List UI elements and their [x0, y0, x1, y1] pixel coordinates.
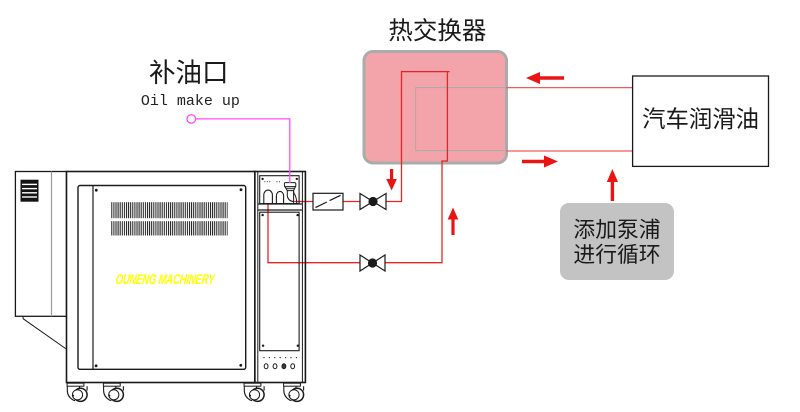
indicator-dots [263, 357, 297, 359]
flow-meter-symbol [312, 192, 344, 211]
heat-exchanger-box [362, 50, 508, 165]
oil-makeup-label-en: Oil make up [140, 93, 240, 110]
arrow-down-pipe-icon [386, 169, 397, 191]
arrow-left-icon [526, 72, 564, 84]
pump-note-line2: 进行循环 [573, 243, 661, 267]
oil-makeup-label-zh: 补油口 [149, 58, 229, 88]
callout-circle-icon [186, 113, 197, 124]
machine-outline [14, 170, 256, 384]
arrow-up-pipe-icon [447, 207, 459, 235]
pipe-lines [267, 70, 633, 264]
oil-makeup-callout [186, 113, 291, 183]
pump-arch-1 [263, 189, 273, 204]
pump-note-line1: 添加泵浦 [573, 218, 661, 242]
pump-note-box [560, 203, 674, 280]
heat-exchanger-label: 热交换器 [388, 18, 487, 45]
machine-right-column [254, 170, 307, 384]
indicator-lights [263, 363, 296, 370]
valve-symbol-top [359, 192, 387, 211]
oil-tank-box [631, 75, 770, 168]
pump-note-label: 添加泵浦 进行循环 [560, 218, 674, 268]
valve-symbol-bottom [359, 253, 386, 273]
casters [66, 382, 305, 403]
pump-arch-2 [275, 190, 285, 204]
machine-brand-label: OUNENG MACHINERY [114, 271, 216, 287]
arrow-right-icon [522, 155, 558, 168]
oil-makeup-port [283, 182, 298, 204]
flow-arrows [386, 72, 618, 235]
oil-tank-label: 汽车润滑油 [642, 107, 760, 134]
arrow-up-pump-icon [606, 169, 618, 201]
